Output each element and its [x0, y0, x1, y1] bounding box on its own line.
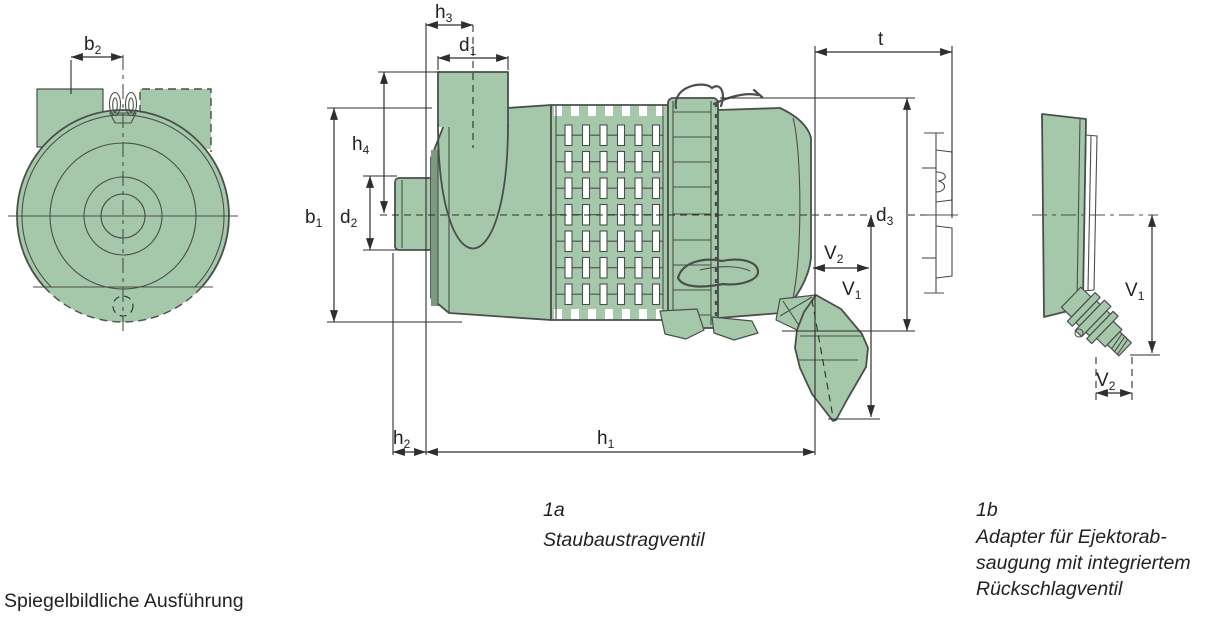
captions: 1a Staubaustragventil 1b Adapter für Eje…	[4, 499, 1191, 612]
dust-valve	[775, 294, 869, 422]
dim-label-d2: d2	[340, 207, 358, 230]
dim-label-b1: b1	[305, 207, 323, 230]
dimension-b2: b2	[70, 34, 124, 94]
valve-body	[794, 294, 869, 422]
side-view: h3 d1 t h4 b1 d2 d3 V2	[305, 2, 958, 456]
dim-label-h1: h1	[597, 428, 615, 451]
dimension-d1: d1	[437, 35, 509, 62]
mirror-note: Spiegelbildliche Ausführung	[4, 590, 244, 612]
outlet-stub	[394, 177, 434, 251]
caption-1b-line-3: Rückschlagventil	[976, 578, 1123, 600]
valve-axis	[811, 299, 834, 418]
dim-label-h3: h3	[435, 2, 453, 25]
dimension-t: t	[814, 29, 953, 56]
dimension-h1: h1	[425, 428, 816, 456]
clamp-lug-left	[659, 308, 705, 340]
caption-1a-id: 1a	[543, 499, 565, 521]
dimension-v2-side: V2	[812, 243, 870, 272]
inlet-tube	[437, 71, 509, 127]
dim-label-h4: h4	[352, 134, 370, 157]
caption-1b-line-2: saugung mit integriertem	[976, 552, 1191, 574]
clamp-band	[667, 97, 719, 329]
left-cap-rim	[431, 150, 438, 306]
front-body-outline	[16, 109, 230, 288]
dimension-b1: b1	[305, 107, 338, 323]
dim-label-v1-side: V1	[842, 279, 862, 302]
dim-label-v1-adapter: V1	[1125, 280, 1145, 303]
front-clip	[108, 91, 138, 124]
inlet-tube-u-curve	[437, 123, 509, 250]
dimension-d2: d2	[340, 175, 374, 251]
dimension-v1-side: V1	[842, 214, 875, 418]
caption-1b-line-1: Adapter für Ejektorab-	[975, 526, 1167, 548]
adapter-screw	[1074, 328, 1084, 338]
clamp-lug-right	[711, 316, 759, 341]
bottom-clamp-latch	[676, 258, 760, 288]
front-view: b2	[8, 34, 238, 332]
adapter-view: V1 V2	[1032, 113, 1160, 401]
extension-lines	[327, 23, 953, 455]
top-clamp-hook	[712, 88, 764, 106]
dimension-h3: h3	[425, 2, 474, 29]
dim-label-t: t	[878, 29, 884, 50]
adapter-flange-strip	[1082, 134, 1098, 292]
dimension-v1-adapter: V1	[1125, 214, 1160, 356]
louvered-body	[550, 104, 669, 321]
dim-label-v2-adapter: V2	[1096, 370, 1116, 393]
dim-label-b2: b2	[84, 34, 102, 57]
dimension-h4: h4	[352, 71, 388, 214]
dim-label-h2: h2	[393, 428, 411, 451]
dimension-v2-adapter: V2	[1095, 357, 1133, 401]
dimension-d3: d3	[872, 97, 911, 332]
ejector-adapter	[1060, 286, 1132, 357]
top-clamp-wire	[674, 83, 724, 110]
dim-label-d3: d3	[876, 205, 894, 228]
dim-label-v2-side: V2	[824, 243, 844, 266]
caption-1a-text: Staubaustragventil	[543, 529, 705, 551]
dimension-h2: h2	[392, 428, 427, 456]
caption-1b-id: 1b	[976, 499, 998, 521]
dim-label-d1: d1	[459, 35, 477, 58]
